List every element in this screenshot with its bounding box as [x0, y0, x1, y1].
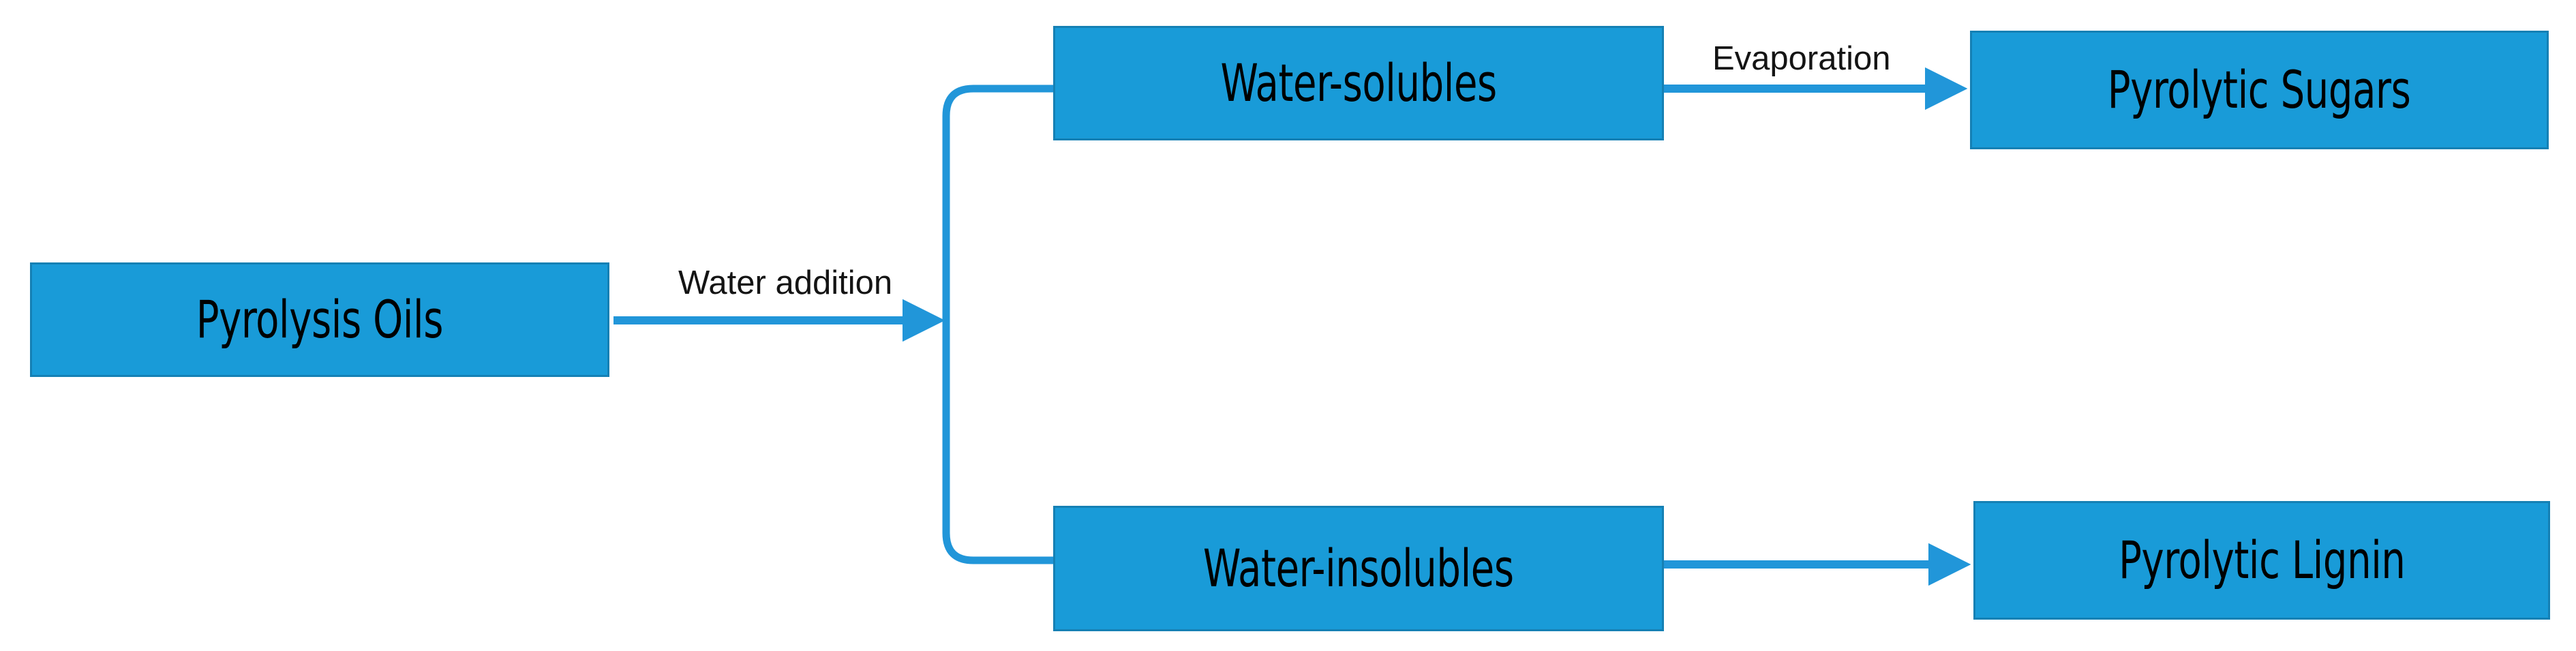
connector-split-to-water-insolubles	[942, 316, 1057, 564]
node-label-water-solubles: Water-solubles	[1220, 52, 1497, 113]
node-label-pyrolytic-sugars: Pyrolytic Sugars	[2108, 59, 2411, 120]
connector-split-to-water-solubles	[942, 85, 1057, 324]
node-pyrolytic-lignin[interactable]: Pyrolytic Lignin	[1973, 501, 2550, 620]
node-label-pyrolytic-lignin: Pyrolytic Lignin	[2118, 530, 2406, 590]
node-water-insolubles[interactable]: Water-insolubles	[1053, 506, 1664, 631]
node-label-pyrolysis-oils: Pyrolysis Oils	[196, 289, 444, 350]
node-water-solubles[interactable]: Water-solubles	[1053, 26, 1664, 140]
edge-label-water-addition: Water addition	[678, 264, 893, 301]
node-label-water-insolubles: Water-insolubles	[1203, 538, 1514, 599]
node-pyrolysis-oils[interactable]: Pyrolysis Oils	[30, 262, 609, 377]
edge-label-evaporation: Evaporation	[1712, 40, 1891, 77]
node-pyrolytic-sugars[interactable]: Pyrolytic Sugars	[1970, 31, 2549, 149]
